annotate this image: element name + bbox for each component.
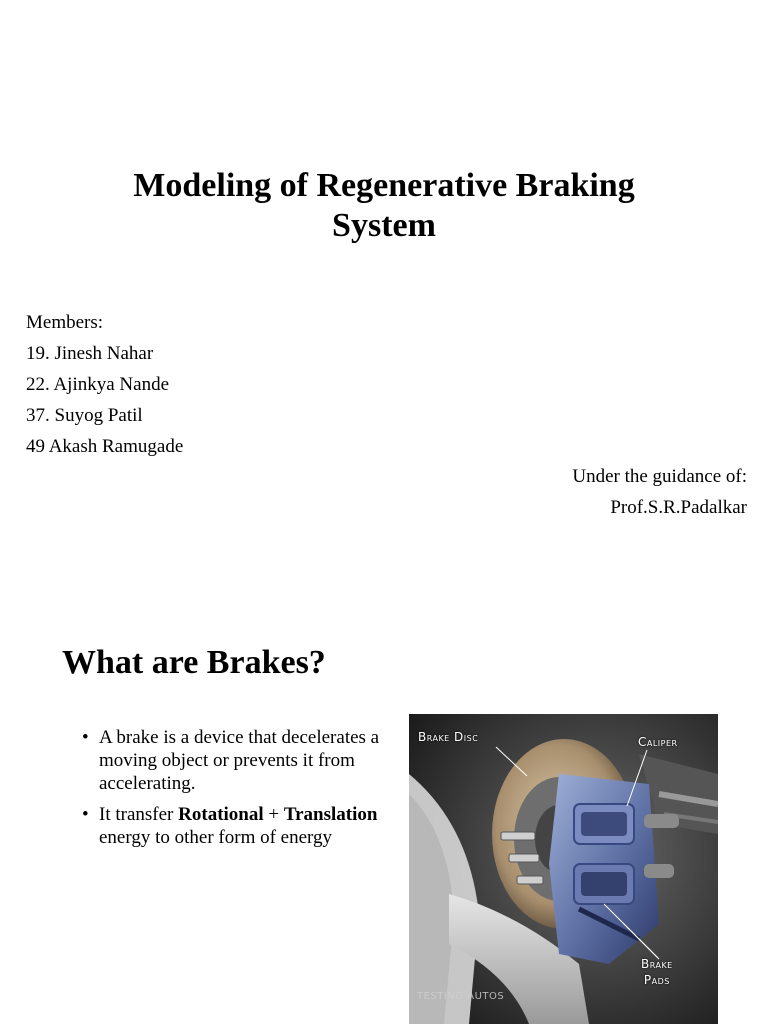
slide-title: Modeling of Regenerative Braking System [0, 166, 768, 246]
brake-assembly-image: Brake Disc Caliper Brake Pads TESTING AU… [409, 714, 718, 1024]
guidance-block: Under the guidance of: Prof.S.R.Padalkar [572, 465, 747, 527]
brakes-slide: What are Brakes? • A brake is a device t… [0, 600, 768, 1024]
label-caliper: Caliper [638, 735, 678, 749]
bullet-item: • It transfer Rotational + Translation e… [82, 803, 402, 849]
title-slide: Modeling of Regenerative Braking System … [0, 166, 768, 527]
bullet-text-part: energy to other form of energy [99, 827, 333, 848]
bullet-dot: • [82, 727, 89, 748]
bullet-text: A brake is a device that decelerates a m… [99, 727, 380, 794]
members-label: Members: [26, 312, 104, 333]
member-item: 22. Ajinkya Nande [26, 374, 170, 395]
label-brake-pads: Brake Pads [641, 956, 673, 988]
bullet-emphasis: Translation [283, 804, 378, 825]
member-item: 37. Suyog Patil [26, 405, 143, 426]
label-brake-pads-line-1: Brake [641, 957, 673, 971]
brake-illustration [409, 714, 718, 1024]
watermark: TESTING AUTOS [417, 991, 505, 1002]
guidance-label: Under the guidance of: [572, 466, 747, 487]
bullet-list: • A brake is a device that decelerates a… [82, 726, 402, 857]
bullet-dot: • [82, 804, 89, 825]
bullet-text-part: It transfer [99, 804, 179, 825]
slide-title-line-2: System [332, 207, 436, 244]
label-brake-pads-line-2: Pads [643, 973, 670, 987]
member-item: 49 Akash Ramugade [26, 436, 184, 457]
bullet-text-part: + [263, 804, 284, 825]
bullet-item: • A brake is a device that decelerates a… [82, 726, 402, 795]
member-item: 19. Jinesh Nahar [26, 343, 154, 364]
members-list: Members: 19. Jinesh Nahar 22. Ajinkya Na… [26, 311, 183, 466]
slide-title-line-1: Modeling of Regenerative Braking [133, 167, 635, 204]
bullet-emphasis: Rotational [178, 804, 264, 825]
label-brake-disc: Brake Disc [418, 730, 479, 744]
guide-name: Prof.S.R.Padalkar [610, 497, 747, 518]
slide-heading: What are Brakes? [62, 644, 326, 681]
